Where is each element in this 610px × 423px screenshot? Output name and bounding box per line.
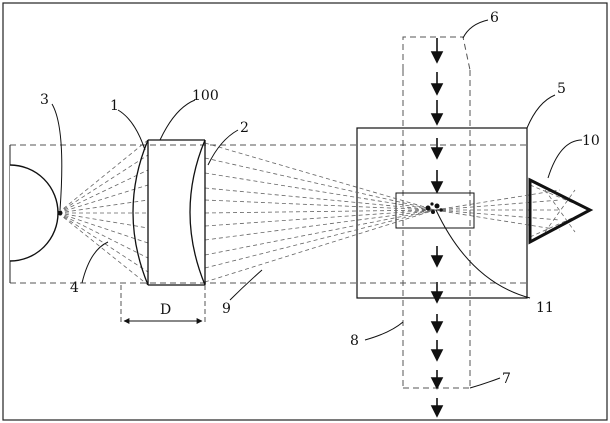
label-7: 7 — [502, 371, 511, 387]
flow-arrow — [430, 100, 444, 126]
flow-arrow — [430, 138, 444, 160]
label-dim-d: D — [160, 302, 171, 318]
focus-region-box — [395, 192, 475, 229]
lens-element — [132, 139, 206, 286]
label-100: 100 — [192, 88, 219, 104]
label-3: 3 — [40, 92, 49, 108]
label-10: 10 — [582, 133, 600, 149]
flow-arrow — [430, 282, 444, 304]
label-2: 2 — [240, 120, 249, 136]
leader-lines — [51, 19, 583, 389]
flow-arrow — [430, 38, 444, 64]
particle-cluster — [425, 202, 443, 214]
label-9: 9 — [222, 301, 231, 317]
cone-target — [528, 177, 594, 245]
horizontal-channel — [10, 144, 530, 284]
flow-arrow — [430, 72, 444, 96]
label-6: 6 — [490, 10, 499, 26]
label-8: 8 — [350, 333, 359, 349]
label-4: 4 — [70, 280, 79, 296]
flow-arrow — [430, 370, 444, 390]
label-1: 1 — [110, 98, 119, 114]
chamber-box — [356, 127, 528, 299]
light-source-hemisphere — [9, 164, 59, 262]
source-point — [57, 210, 63, 216]
flow-arrow — [430, 246, 444, 268]
label-11: 11 — [536, 300, 554, 316]
flow-arrow — [430, 398, 444, 418]
flow-arrow — [430, 170, 444, 194]
flow-arrows — [430, 38, 444, 418]
flow-arrow — [430, 340, 444, 362]
light-rays — [57, 139, 591, 286]
label-5: 5 — [557, 81, 566, 97]
flow-arrow — [430, 314, 444, 334]
dimension-d — [120, 285, 206, 325]
